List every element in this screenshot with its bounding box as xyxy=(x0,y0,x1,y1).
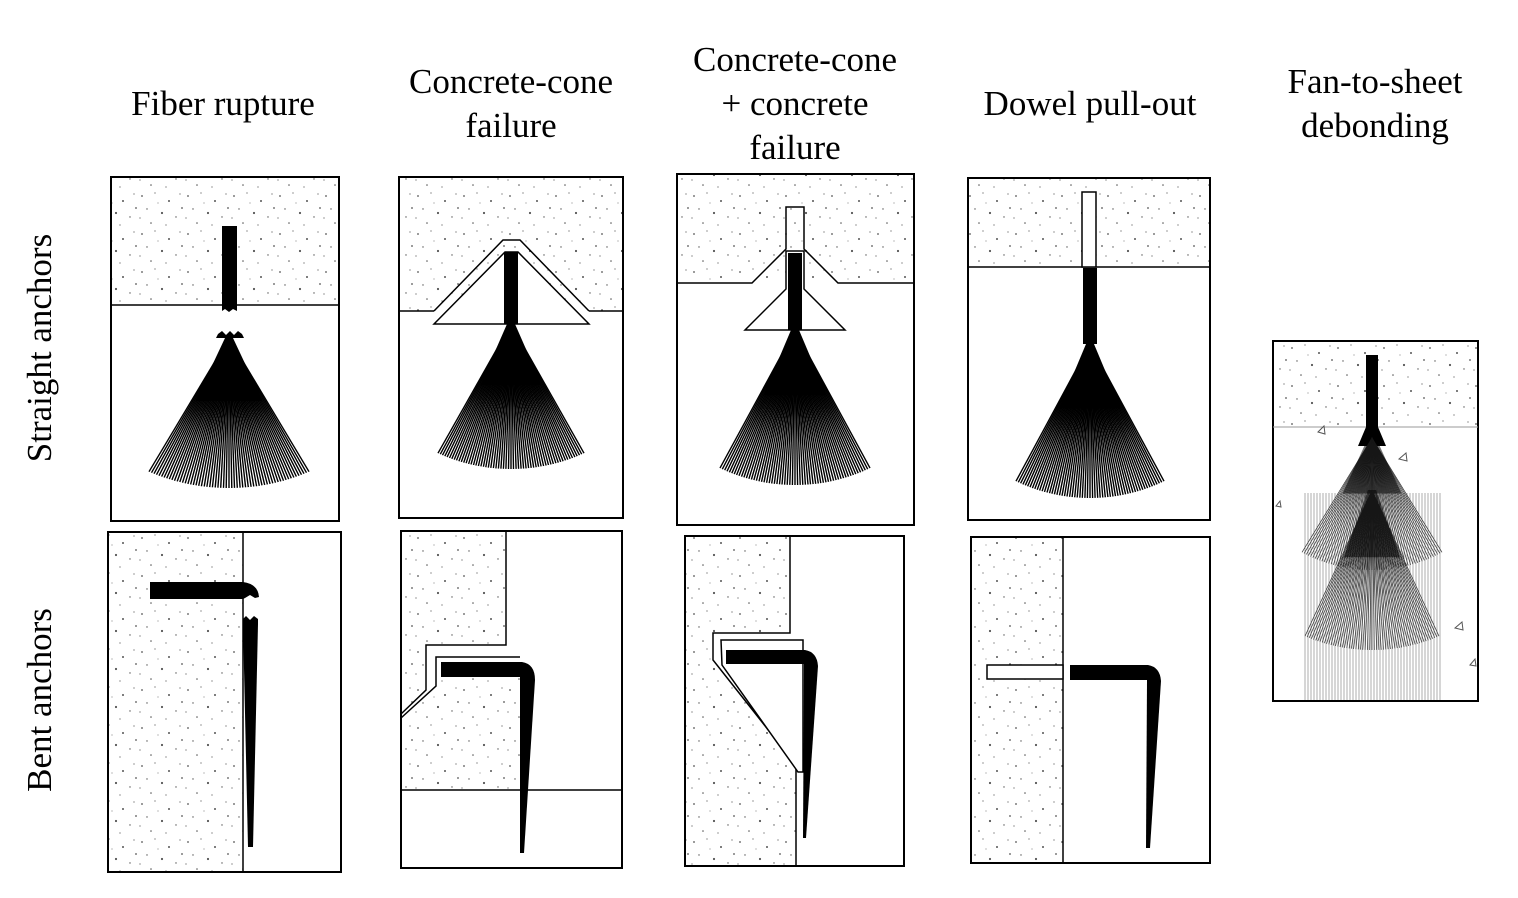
anchor-dowel xyxy=(504,252,518,324)
col-title-fiber-rupture: Fiber rupture xyxy=(131,84,315,123)
ruptured-fan-tip xyxy=(216,331,244,338)
col-title-concrete-cone: Concrete-cone failure xyxy=(408,62,614,145)
fan-solid-core xyxy=(480,324,542,385)
empty-hole xyxy=(986,664,1064,680)
panel-concrete-cone-bent xyxy=(400,530,623,869)
pulled-cone-outline xyxy=(400,656,520,719)
empty-hole xyxy=(1081,191,1097,268)
panel-fiber-rupture-bent xyxy=(107,531,342,873)
ruptured-dowel-end xyxy=(222,305,237,312)
anchor-fan xyxy=(1015,343,1165,499)
concrete-block xyxy=(402,532,506,714)
bent-anchor-leg xyxy=(726,650,818,666)
anchor-fan-lower xyxy=(1304,489,1440,651)
panel-fan-to-sheet xyxy=(1272,340,1479,702)
debris-triangle xyxy=(1397,452,1408,462)
anchor-dowel xyxy=(788,253,802,330)
fan-solid-core xyxy=(763,330,827,396)
panel-fiber-rupture-straight xyxy=(110,176,340,522)
anchor-fan xyxy=(437,323,585,470)
anchor-dowel xyxy=(1366,355,1378,427)
bent-anchor-fan xyxy=(243,624,258,847)
panel-dowel-pull-out-straight xyxy=(967,177,1211,521)
interface-outline xyxy=(712,536,797,866)
bent-anchor-leg xyxy=(441,662,535,680)
bent-anchor-fan xyxy=(803,666,818,838)
anchor-dowel xyxy=(1083,268,1097,344)
panel-concrete-cone-straight xyxy=(398,176,624,519)
debris-triangle xyxy=(1469,657,1477,667)
bent-anchor-fan xyxy=(1146,681,1161,848)
panel-cone-plus-concrete-bent xyxy=(684,535,905,867)
anchor-dowel xyxy=(222,226,237,305)
bent-anchor-leg xyxy=(1070,665,1161,681)
col-title-fan-to-sheet: Fan-to-sheet debonding xyxy=(1287,62,1463,145)
col-title-dowel-pull-out: Dowel pull-out xyxy=(983,84,1197,123)
outer-cone-outline xyxy=(433,239,590,312)
fan-solid-core xyxy=(195,338,263,401)
panel-cone-plus-concrete-straight xyxy=(676,173,915,526)
bent-anchor-fan xyxy=(520,680,535,853)
concrete-block xyxy=(972,538,1063,862)
pulled-concrete-outline xyxy=(720,639,804,773)
anchor-fan xyxy=(148,337,310,489)
debris-triangle xyxy=(1275,499,1282,508)
concrete-block-lower xyxy=(402,674,520,790)
bent-anchor-leg xyxy=(150,582,259,599)
interface-outline xyxy=(400,532,507,715)
debris-triangle xyxy=(1453,621,1464,631)
fan-solid-core xyxy=(1342,438,1402,494)
fan-solid-core xyxy=(1343,490,1401,558)
fan-solid-core xyxy=(1058,344,1122,409)
panel-dowel-pull-out-bent xyxy=(970,536,1211,864)
debris-triangle xyxy=(1317,424,1326,435)
col-title-cone-plus-concrete: Concrete-cone + concrete failure xyxy=(692,40,898,167)
anchor-fan xyxy=(719,329,871,486)
void-outline xyxy=(677,206,914,284)
anchor-neck xyxy=(1358,427,1386,446)
concrete-block xyxy=(686,537,796,865)
ruptured-fan-top xyxy=(243,616,258,624)
cone-void xyxy=(400,178,622,311)
